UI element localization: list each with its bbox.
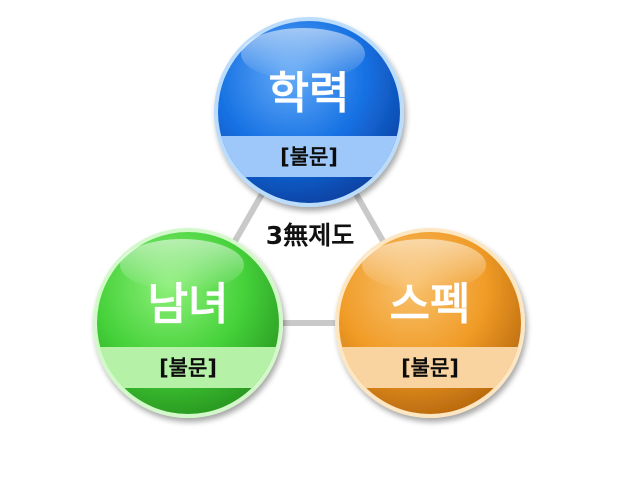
node-title: 남녀 [148,279,229,330]
center-label: 3無제도 [265,221,355,250]
node-caption-band [339,347,521,388]
node-caption: [불문] [401,356,459,380]
node-title: 학력 [269,68,350,119]
node-caption: [불문] [280,145,338,169]
node-caption-band [218,136,400,177]
node-title: 스펙 [390,279,471,330]
node-gender: 남녀 [불문] [93,228,283,418]
node-gloss [362,239,486,291]
node-education: 학력 [불문] [214,17,404,207]
node-spec: 스펙 [불문] [335,228,525,418]
node-gloss [241,28,365,80]
node-caption-band [97,347,279,388]
node-gloss [120,239,244,291]
diagram-nodes: 학력 [불문] 남녀 [불문] 스펙 [불문] [93,17,525,418]
node-caption: [불문] [159,356,217,380]
